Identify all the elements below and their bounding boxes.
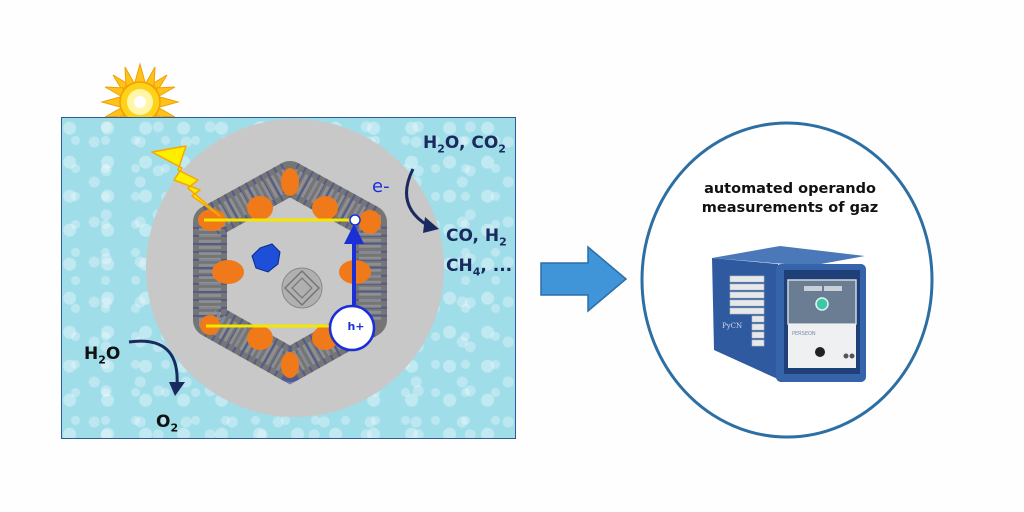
- electron-label: e-: [372, 176, 390, 197]
- oxidation-reactant: H2O: [84, 344, 121, 367]
- oxidation-product: O2: [156, 412, 179, 435]
- mof-framework-illustration: [193, 160, 387, 385]
- electron-dot: [349, 214, 361, 226]
- polyoxometalate-cluster: [251, 243, 281, 273]
- reduction-products-line2: CH4, ...: [446, 256, 513, 279]
- reduction-curved-arrow: [405, 168, 439, 233]
- reduction-reactants: H2O, CO2: [423, 133, 506, 156]
- process-flow-arrow: [540, 245, 628, 313]
- instrument-label: automated operando measurements of gaz: [670, 180, 910, 218]
- brand-logo-front: PERSEON: [792, 331, 816, 337]
- instrument-label-line1: automated operando: [704, 181, 876, 197]
- hole-circle: [328, 304, 376, 352]
- gas-analyzer-instrument: PyCN PERSEON: [712, 246, 866, 382]
- oxidation-curved-arrow: [128, 339, 185, 396]
- hole-label: h+: [347, 320, 365, 333]
- reduction-products-line1: CO, H2: [446, 226, 507, 249]
- nanoparticle: [281, 267, 323, 309]
- lightning-bolt-icon: [151, 145, 221, 217]
- brand-logo-side: PyCN: [722, 322, 742, 330]
- instrument-label-line2: measurements of gaz: [701, 200, 879, 216]
